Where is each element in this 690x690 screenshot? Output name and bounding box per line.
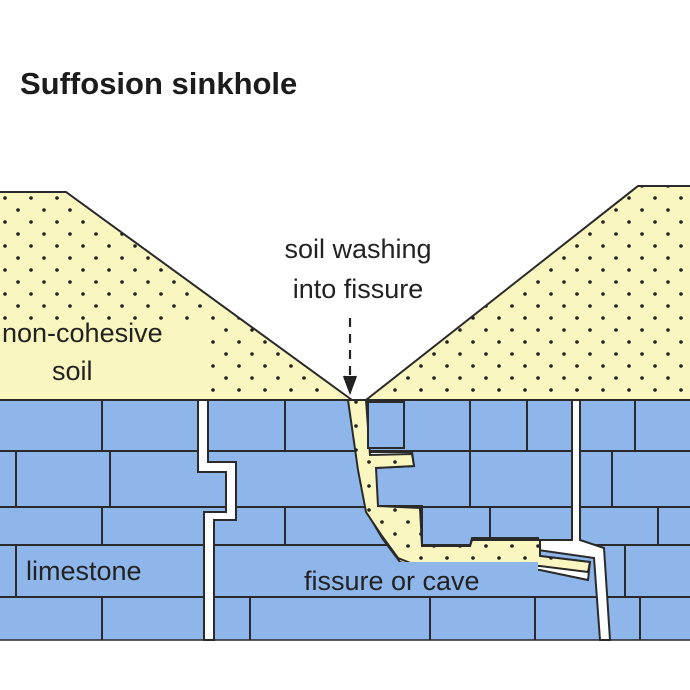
fissure-block [367, 401, 405, 449]
label-fissure-or-cave: fissure or cave [304, 566, 480, 596]
label-limestone: limestone [26, 556, 142, 586]
limestone-label-bg [22, 552, 182, 586]
label-non-cohesive: non-cohesive [2, 318, 163, 348]
label-soil-washing-1: soil washing [284, 234, 431, 264]
limestone-block [0, 400, 690, 640]
label-soil: soil [52, 356, 93, 386]
limestone-joints [0, 400, 690, 640]
right-fissure [537, 399, 612, 641]
washing-arrow [342, 318, 358, 396]
diagram-title: Suffosion sinkhole [20, 66, 297, 101]
label-soil-washing-2: into fissure [293, 274, 424, 304]
soil-label-bg [0, 320, 210, 392]
washed-soil-in-fissure [346, 399, 592, 574]
fissure-label-bg [300, 562, 538, 596]
